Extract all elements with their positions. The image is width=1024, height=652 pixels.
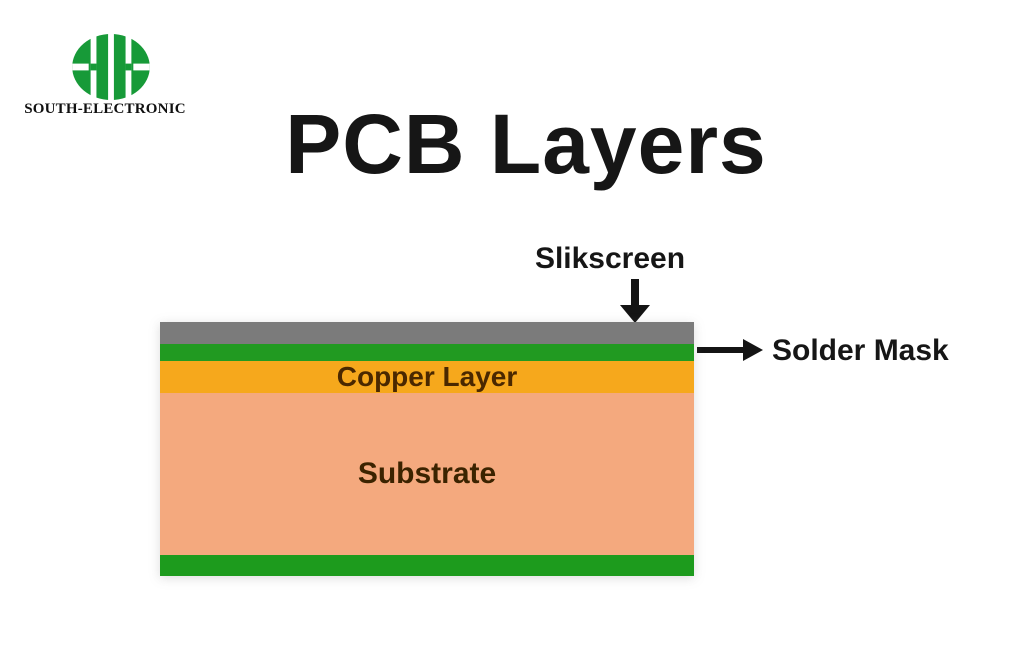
pcb-layer-stack: Copper Layer Substrate	[160, 322, 694, 576]
silkscreen-label: Slikscreen	[534, 242, 686, 275]
page-title: PCB Layers	[285, 97, 767, 191]
solder-mask-label: Solder Mask	[772, 334, 949, 367]
brand-name: SOUTH-ELECTRONIC	[24, 101, 186, 117]
copper-layer-label: Copper Layer	[336, 361, 518, 392]
arrow-down-icon	[620, 279, 650, 323]
top-solder-mask-layer	[160, 344, 694, 361]
silkscreen-layer	[160, 322, 694, 344]
brand-logo-icon	[71, 34, 151, 100]
bottom-solder-mask-layer	[160, 555, 694, 576]
arrow-right-icon	[697, 336, 763, 364]
copper-layer: Copper Layer	[160, 361, 694, 393]
substrate-layer-label: Substrate	[357, 457, 497, 490]
substrate-layer: Substrate	[160, 393, 694, 555]
